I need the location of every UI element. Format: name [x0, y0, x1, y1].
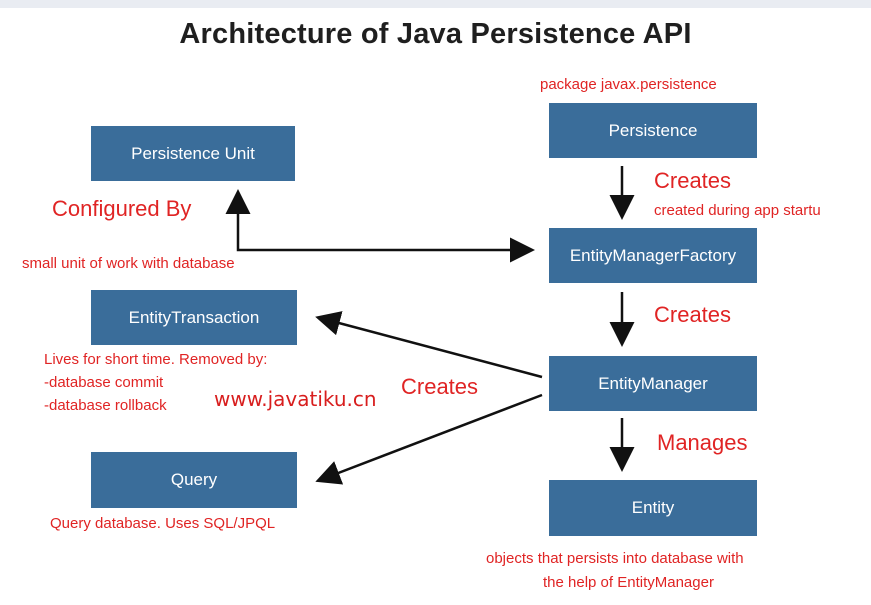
entity-transaction-label: EntityTransaction: [128, 307, 260, 327]
lives-line-1: Lives for short time. Removed by:: [44, 351, 268, 368]
query-box: Query: [91, 452, 297, 508]
creates-label-1: Creates: [654, 168, 732, 193]
creates-label-3: Creates: [401, 374, 479, 399]
entity-transaction-box: EntityTransaction: [91, 290, 297, 345]
entity-manager-factory-box: EntityManagerFactory: [549, 228, 757, 283]
entity-desc-line-1: objects that persists into database with: [486, 550, 744, 567]
manages-label: Manages: [657, 430, 748, 455]
arrow-em-to-transaction: [315, 311, 543, 379]
top-bar: [0, 0, 871, 8]
package-label: package javax.persistence: [540, 76, 717, 93]
persistence-box: Persistence: [549, 103, 757, 158]
entity-desc-line-2: the help of EntityManager: [543, 574, 714, 591]
persistence-unit-label: Persistence Unit: [131, 143, 255, 163]
created-during-label: created during app startu: [654, 202, 821, 219]
entity-box: Entity: [549, 480, 757, 536]
watermark-text: www.javatiku.cn: [214, 387, 377, 411]
persistence-unit-box: Persistence Unit: [91, 126, 295, 181]
arrow-em-to-query: [315, 393, 543, 485]
lives-line-3: -database rollback: [44, 397, 167, 414]
configured-by-label: Configured By: [52, 196, 192, 221]
entity-manager-factory-label: EntityManagerFactory: [569, 245, 737, 265]
arrow-unit-to-emf: [236, 206, 535, 263]
query-desc-label: Query database. Uses SQL/JPQL: [50, 515, 276, 532]
creates-label-2: Creates: [654, 302, 732, 327]
entity-manager-label: EntityManager: [598, 373, 708, 393]
small-unit-label: small unit of work with database: [22, 255, 235, 272]
persistence-label: Persistence: [608, 120, 698, 140]
lives-line-2: -database commit: [44, 374, 164, 391]
diagram-title: Architecture of Java Persistence API: [179, 18, 692, 50]
entity-label: Entity: [631, 498, 675, 517]
entity-manager-box: EntityManager: [549, 356, 757, 411]
query-label: Query: [170, 470, 218, 489]
